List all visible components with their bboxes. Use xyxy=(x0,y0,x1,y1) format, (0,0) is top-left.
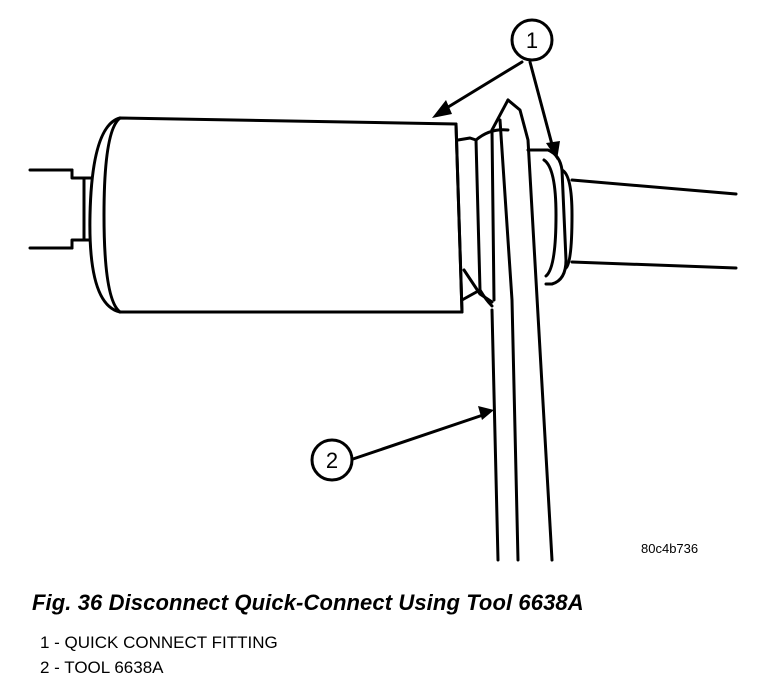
arrowhead-1a xyxy=(432,100,452,118)
callout-1-number: 1 xyxy=(526,28,538,53)
callout-2-number: 2 xyxy=(326,448,338,473)
callout-2-leader xyxy=(348,412,488,462)
arrowhead-1b xyxy=(546,141,560,160)
legend-item-1: 1 - QUICK CONNECT FITTING xyxy=(40,633,278,652)
tool-6638a xyxy=(490,98,554,562)
figure-legend: 1 - QUICK CONNECT FITTING 2 - TOOL 6638A xyxy=(40,630,278,680)
right-fuel-tube xyxy=(570,178,738,270)
callout-2: 2 xyxy=(310,438,354,482)
image-id-label: 80c4b736 xyxy=(641,541,699,556)
callout-1: 1 xyxy=(510,18,554,62)
arrowhead-2 xyxy=(478,406,494,420)
figure-caption: Fig. 36 Disconnect Quick-Connect Using T… xyxy=(32,590,584,615)
fitting-collar xyxy=(456,128,510,308)
quick-connect-illustration: 1 2 xyxy=(28,18,738,562)
legend-item-2: 2 - TOOL 6638A xyxy=(40,658,164,677)
callout-1-leaders xyxy=(438,60,556,154)
quick-connect-fitting-body xyxy=(88,116,464,314)
